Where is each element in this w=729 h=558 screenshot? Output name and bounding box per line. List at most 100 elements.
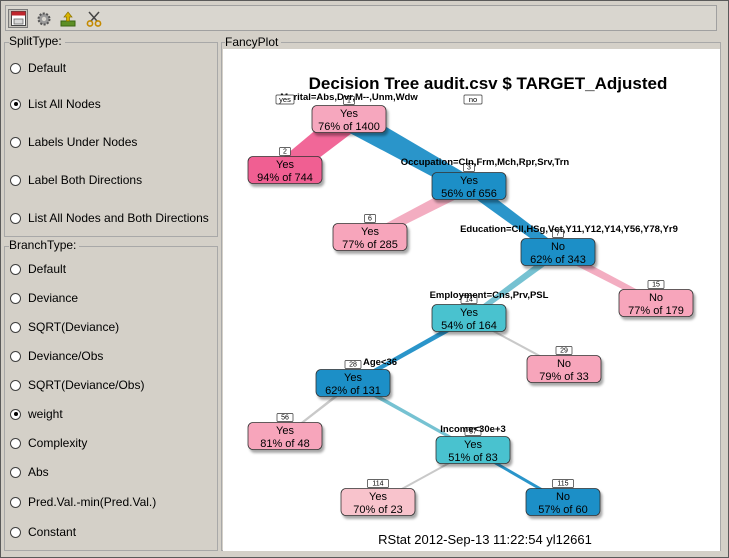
radio-button[interactable] <box>10 526 21 538</box>
option-label: Constant <box>28 525 77 539</box>
branch-type-option-constant[interactable]: Constant <box>10 524 76 540</box>
node-id-box <box>364 214 376 223</box>
node-id-label: 2 <box>283 149 287 156</box>
node-class-label: Yes <box>460 307 478 319</box>
save-icon <box>10 11 26 26</box>
node-class-label: Yes <box>369 491 387 503</box>
node-id-label: 29 <box>560 348 568 355</box>
radio-button[interactable] <box>10 437 21 449</box>
node-id-label: 7 <box>556 231 560 238</box>
node-id-box <box>367 479 389 488</box>
split-type-option-labels-under-nodes[interactable]: Labels Under Nodes <box>10 134 137 150</box>
settings-button[interactable] <box>34 9 54 28</box>
node-id-label: 3 <box>467 165 471 172</box>
option-label: Pred.Val.-min(Pred.Val.) <box>28 495 157 509</box>
save-button[interactable] <box>8 9 28 28</box>
node-id-label: 6 <box>368 216 372 223</box>
node-percent-label: 70% of 23 <box>353 504 403 516</box>
radio-button[interactable] <box>10 379 21 391</box>
split-label-2: Occupation=Cln,Frm,Mch,Rpr,Srv,Trn <box>401 157 570 168</box>
node-id-label: 28 <box>349 362 357 369</box>
branch-type-option-pred-val-min-pred-val[interactable]: Pred.Val.-min(Pred.Val.) <box>10 494 156 510</box>
option-label: List All Nodes <box>28 97 101 111</box>
node-percent-label: 56% of 656 <box>441 188 497 200</box>
node-percent-label: 77% of 179 <box>628 305 684 317</box>
node-percent-label: 62% of 131 <box>325 385 381 397</box>
tree-node-7 <box>520 238 596 266</box>
branch-type-option-sqrt-deviance-obs[interactable]: SQRT(Deviance/Obs) <box>10 377 144 393</box>
node-class-label: Yes <box>460 175 478 187</box>
tree-node-14 <box>431 304 507 332</box>
branch-type-option-complexity[interactable]: Complexity <box>10 435 87 451</box>
toolbar <box>5 5 717 31</box>
option-label: Abs <box>28 465 49 479</box>
radio-button[interactable] <box>10 466 21 478</box>
radio-button[interactable] <box>10 350 21 362</box>
node-class-label: No <box>556 491 570 503</box>
radio-button[interactable] <box>10 136 21 148</box>
split-type-title: SplitType: <box>9 34 65 48</box>
import-button[interactable] <box>58 9 78 28</box>
radio-button[interactable] <box>10 496 21 508</box>
node-id-box <box>555 346 573 355</box>
split-label-5: Age<36 <box>363 357 397 368</box>
node-id-box <box>552 229 564 238</box>
option-label: List All Nodes and Both Directions <box>28 211 209 225</box>
branch-type-option-deviance[interactable]: Deviance <box>10 290 78 306</box>
tree-node-6 <box>332 223 408 251</box>
node-id-label: 15 <box>652 282 660 289</box>
branch-type-option-default[interactable]: Default <box>10 261 66 277</box>
tree-node-2 <box>247 156 323 184</box>
split-type-option-list-all-nodes[interactable]: List All Nodes <box>10 96 101 112</box>
tree-node-114 <box>340 488 416 516</box>
scissors-icon <box>86 11 102 27</box>
node-class-label: Yes <box>464 439 482 451</box>
split-type-option-label-both-directions[interactable]: Label Both Directions <box>10 172 142 188</box>
node-id-box <box>647 280 665 289</box>
radio-button[interactable] <box>10 212 21 224</box>
node-percent-label: 79% of 33 <box>539 371 589 383</box>
node-percent-label: 51% of 83 <box>448 452 498 464</box>
node-id-box <box>464 427 482 436</box>
split-type-option-list-all-nodes-and-both-directions[interactable]: List All Nodes and Both Directions <box>10 210 209 226</box>
tree-node-57 <box>435 436 511 464</box>
plot-footer: RStat 2012-Sep-13 11:22:54 yl12661 <box>378 532 592 547</box>
root-no-tag-box <box>463 94 483 105</box>
node-class-label: Yes <box>361 226 379 238</box>
branch-type-title: BranchType: <box>9 238 80 252</box>
node-id-label: 56 <box>281 415 289 422</box>
node-percent-label: 81% of 48 <box>260 438 310 450</box>
radio-button[interactable] <box>10 62 21 74</box>
node-percent-label: 57% of 60 <box>538 504 588 516</box>
branch-type-option-abs[interactable]: Abs <box>10 464 49 480</box>
edge-14-28 <box>352 315 471 385</box>
tree-node-1 <box>311 105 387 133</box>
branch-type-option-deviance-obs[interactable]: Deviance/Obs <box>10 348 103 364</box>
split-label-1: Marital=Abs,Dvr,M--,Unm,Wdw <box>280 92 418 103</box>
radio-button[interactable] <box>10 292 21 304</box>
branch-type-option-sqrt-deviance[interactable]: SQRT(Deviance) <box>10 319 119 335</box>
gear-icon <box>37 12 51 25</box>
node-percent-label: 62% of 343 <box>530 254 586 266</box>
node-id-label: 14 <box>465 297 473 304</box>
edge-28-57 <box>352 381 474 452</box>
option-label: Default <box>28 61 67 75</box>
cut-button[interactable] <box>84 9 104 28</box>
node-percent-label: 94% of 744 <box>257 172 313 184</box>
radio-button[interactable] <box>10 174 21 186</box>
split-type-option-default[interactable]: Default <box>10 60 66 76</box>
radio-button[interactable] <box>10 321 21 333</box>
branch-type-option-weight[interactable]: weight <box>10 406 63 422</box>
root-no-tag: no <box>469 95 477 104</box>
option-label: Complexity <box>28 436 88 450</box>
tree-node-15 <box>618 289 694 317</box>
node-percent-label: 76% of 1400 <box>318 121 380 133</box>
radio-button[interactable] <box>10 98 21 110</box>
radio-button[interactable] <box>10 408 21 420</box>
node-id-box <box>279 147 291 156</box>
node-class-label: No <box>557 358 571 370</box>
radio-button[interactable] <box>10 263 21 275</box>
